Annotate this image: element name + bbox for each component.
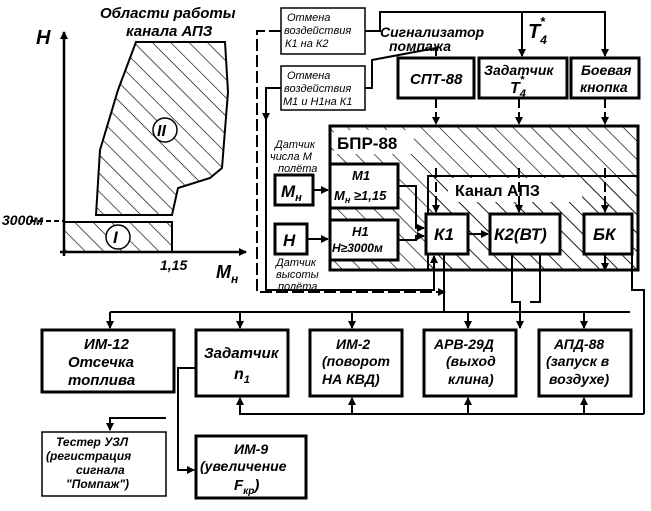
bk-label: БК	[593, 225, 617, 244]
tester-uzl-box	[41, 431, 167, 497]
cancel1-line1: Отмена	[287, 12, 330, 24]
operating-region-graph: Области работы канала АПЗ H Mн 3000м 1,1…	[2, 5, 247, 286]
spt-88-box	[396, 56, 476, 100]
arv-line2: (выход	[446, 353, 496, 369]
k1-box	[424, 212, 470, 256]
battle-line2: кнопка	[580, 79, 628, 95]
im-12-line2: Отсечка	[68, 354, 134, 371]
im-2-line3: НА КВД)	[322, 371, 380, 387]
arv-line1: АРВ-29Д	[433, 336, 494, 352]
im-2-box	[308, 328, 404, 398]
arv-29d-box	[422, 328, 518, 398]
n1-setter-line1: Задатчик	[204, 345, 280, 362]
top-inputs: Отмена воздействия К1 на К2 Отмена возде…	[280, 7, 641, 111]
im-2-line2: (поворот	[322, 353, 390, 369]
h-sensor-value: Н	[283, 231, 296, 250]
x-axis-label: Mн	[216, 262, 239, 286]
apd-line3: воздухе)	[549, 371, 609, 387]
bk-box	[582, 212, 634, 256]
tester-line3: сигнала	[76, 463, 125, 477]
cancel1-line2: воздействия	[284, 25, 351, 37]
n1-setter-value: n1	[234, 366, 250, 386]
bpr-88-block: БПР-88 Канал АПЗ М1 Мн ≥1,15 Н1 Н≥3000м …	[328, 124, 640, 272]
connections	[106, 11, 645, 474]
im-2-line1: ИМ-2	[336, 336, 370, 352]
y-axis-label: H	[36, 27, 51, 49]
apz-channel-title: Канал АПЗ	[455, 183, 540, 200]
sensors: Датчик числа М полёта Мн Н Датчик высоты…	[270, 139, 319, 293]
im-12-line3: топлива	[68, 372, 135, 389]
m-sensor-line2: числа М	[270, 151, 313, 163]
tester-line1: Тестер УЗЛ	[56, 435, 129, 449]
im-9-line1: ИМ-9	[234, 441, 268, 457]
y-mark-3000: 3000м	[2, 212, 44, 228]
apd-line2: (запуск в	[546, 353, 610, 369]
t4-setter-box	[477, 56, 569, 100]
x-mark-1-15: 1,15	[160, 257, 187, 273]
cancel2-line3: М1 и Н1на К1	[283, 96, 352, 108]
cancel1-line3: К1 на К2	[285, 38, 328, 50]
cancel2-line1: Отмена	[287, 70, 330, 82]
output-blocks: ИМ-12 Отсечка топлива Задатчик n1 ИМ-2 (…	[40, 328, 633, 500]
arv-line3: клина)	[448, 371, 494, 387]
battle-line1: Боевая	[581, 62, 632, 78]
m-sensor-box	[273, 173, 315, 207]
cancel2-line2: воздействия	[284, 83, 351, 95]
bpr-88-title: БПР-88	[337, 134, 397, 153]
m1-box	[328, 162, 400, 210]
m-sensor-line1: Датчик	[273, 139, 316, 151]
graph-title-line1: Области работы	[100, 5, 236, 22]
graph-title-line2: канала АПЗ	[126, 23, 213, 40]
h1-box	[328, 218, 400, 262]
h-sensor-line2: высоты	[276, 269, 319, 281]
h-sensor-line1: Датчик	[274, 257, 317, 269]
tester-line2: (регистрация	[46, 449, 131, 463]
k2-label: К2(ВТ)	[494, 225, 547, 244]
im-9-line3: Fкр)	[234, 477, 259, 497]
m1-condition: Мн ≥1,15	[334, 188, 387, 205]
im-9-line2: (увеличение	[200, 458, 287, 474]
battle-button-box	[569, 56, 641, 100]
k2-box	[488, 212, 562, 256]
region-2-label: II	[157, 123, 166, 140]
h1-condition: Н≥3000м	[332, 241, 383, 255]
im-9-box	[194, 434, 308, 500]
im-12-line1: ИМ-12	[84, 336, 130, 353]
im-12-box	[40, 328, 176, 394]
apd-88-box	[537, 328, 633, 398]
n1-setter-box	[194, 328, 290, 398]
m-sensor-value: Мн	[281, 182, 302, 204]
m1-label: М1	[352, 168, 370, 183]
k1-label: К1	[434, 225, 454, 244]
tester-line4: "Помпаж")	[66, 477, 129, 491]
m-sensor-line3: полёта	[278, 163, 317, 175]
region-1-label: I	[113, 228, 119, 247]
t4-input-label: T4*	[528, 14, 547, 47]
t4-setter-line1: Задатчик	[484, 62, 554, 78]
spt-88-label: СПТ-88	[410, 71, 463, 88]
surge-signal-line1: Сигнализатор	[380, 24, 485, 40]
t4-setter-value: T4*	[510, 74, 526, 100]
apd-line1: АПД-88	[553, 336, 604, 352]
h1-label: Н1	[352, 224, 369, 239]
